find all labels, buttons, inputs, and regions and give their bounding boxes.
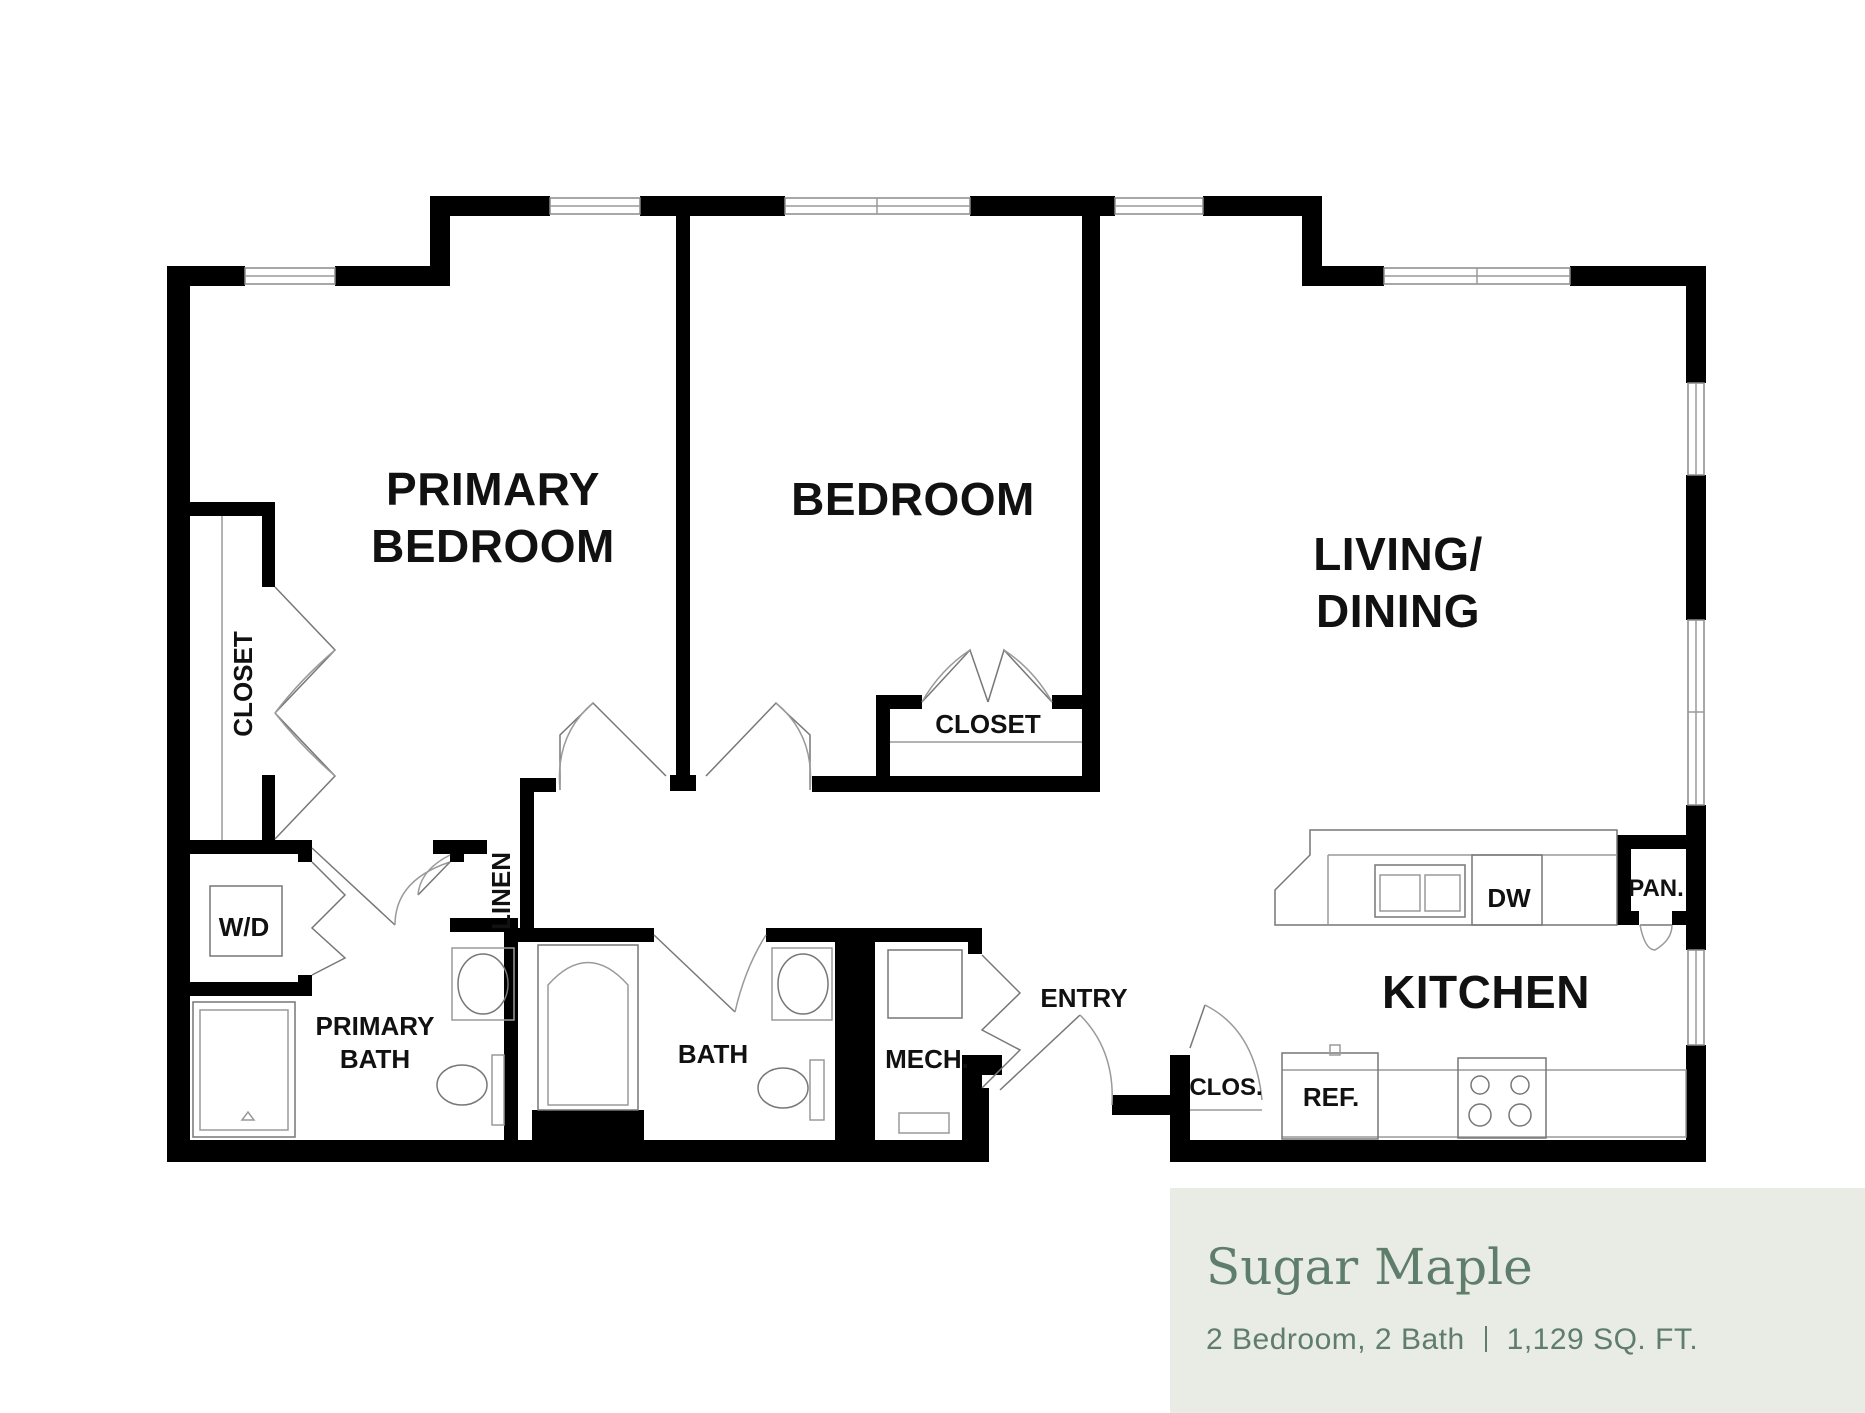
room-labels: PRIMARY BEDROOM BEDROOM LIVING/ DINING K…: [219, 463, 1684, 1112]
wd-label: W/D: [219, 912, 270, 942]
bath-label: BATH: [678, 1039, 748, 1069]
living-dining-label-line1: LIVING/: [1313, 528, 1483, 580]
linen-label: LINEN: [486, 852, 516, 930]
living-dining-label-line2: DINING: [1316, 585, 1480, 637]
bedroom-label: BEDROOM: [791, 473, 1035, 525]
entry-label: ENTRY: [1040, 983, 1127, 1013]
primary-closet-label: CLOSET: [228, 631, 258, 737]
windows: [244, 197, 1705, 1046]
square-footage: 1,129 SQ. FT.: [1506, 1323, 1699, 1356]
primary-bath-label-line2: BATH: [340, 1044, 410, 1074]
plan-name: Sugar Maple: [1206, 1238, 1533, 1296]
kitchen-label: KITCHEN: [1382, 966, 1590, 1018]
doors: [274, 586, 1673, 1106]
plan-info-box: Sugar Maple 2 Bedroom, 2 Bath 1,129 SQ. F…: [1170, 1188, 1865, 1413]
separator: [1484, 1326, 1487, 1352]
dw-label: DW: [1487, 883, 1531, 913]
bedroom-closet-label: CLOSET: [935, 709, 1041, 739]
primary-bedroom-label-line1: PRIMARY: [386, 463, 600, 515]
fixtures: [192, 516, 1687, 1140]
primary-bedroom-label-line2: BEDROOM: [371, 520, 615, 572]
interior-walls: [190, 216, 1706, 1162]
primary-bath-label-line1: PRIMARY: [316, 1011, 435, 1041]
pantry-label: PAN.: [1628, 875, 1684, 902]
plan-details: 2 Bedroom, 2 Bath 1,129 SQ. FT.: [1206, 1323, 1698, 1357]
ref-label: REF.: [1303, 1082, 1359, 1112]
bed-bath-count: 2 Bedroom, 2 Bath: [1206, 1323, 1465, 1356]
clos-label: CLOS.: [1189, 1074, 1262, 1101]
mech-label: MECH.: [885, 1044, 969, 1074]
